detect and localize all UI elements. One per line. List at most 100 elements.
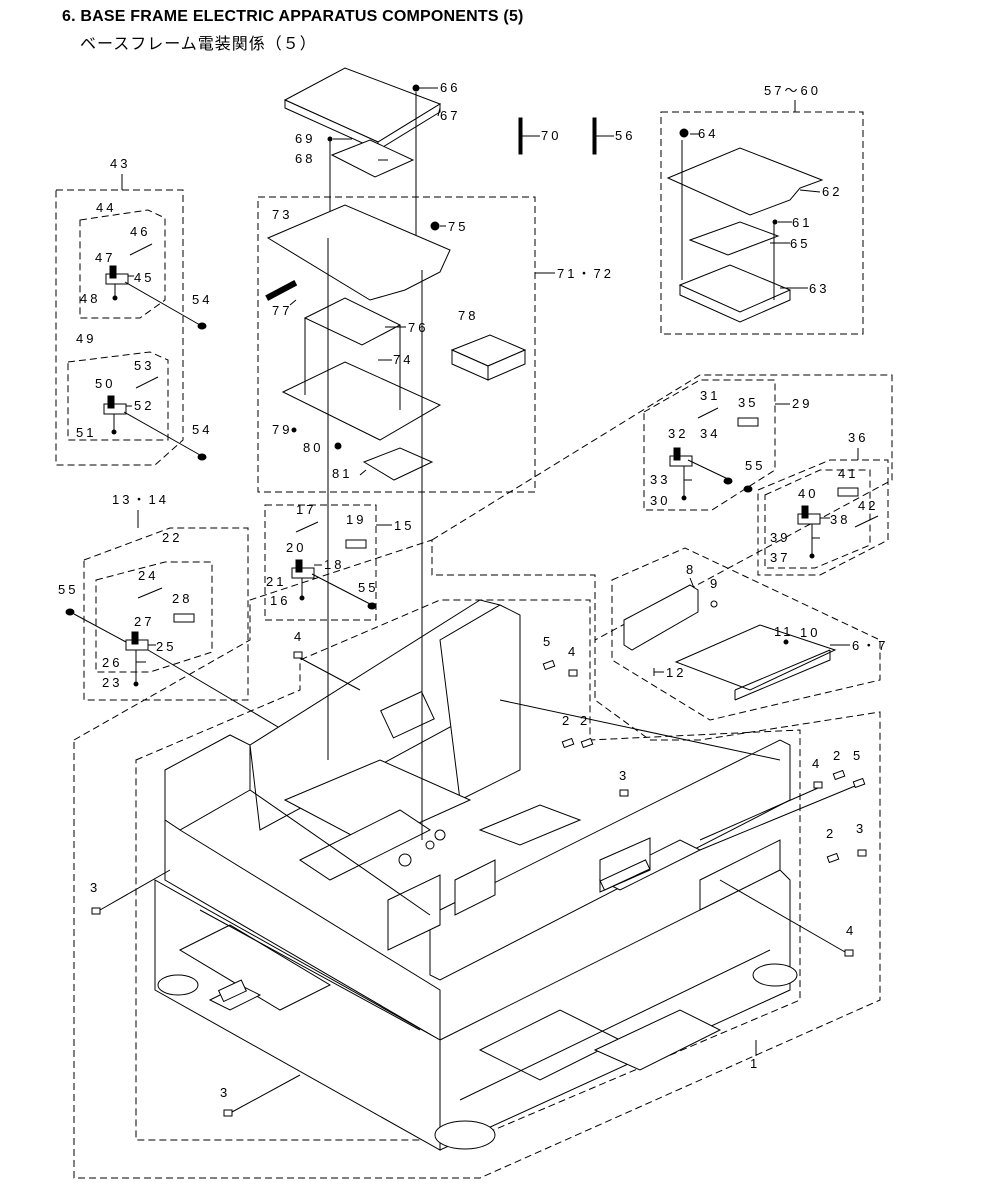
switch-assembly-29 xyxy=(669,447,731,501)
cable-70 xyxy=(518,117,523,155)
callout-6-7: 6・7 xyxy=(852,638,888,653)
callout-70: 70 xyxy=(541,128,561,143)
group-box-49 xyxy=(67,351,169,441)
callout-20: 20 xyxy=(286,540,306,555)
group-box-36-inner xyxy=(764,469,871,569)
callout-43: 43 xyxy=(110,156,130,171)
callout-48: 48 xyxy=(80,291,100,306)
callout-4-c: 4 xyxy=(812,756,822,771)
callout-19: 19 xyxy=(346,512,366,527)
page-title: 6. BASE FRAME ELECTRIC APPARATUS COMPONE… xyxy=(62,8,524,25)
callout-17: 17 xyxy=(296,502,316,517)
callout-45: 45 xyxy=(134,270,154,285)
callout-26: 26 xyxy=(102,655,122,670)
callout-52: 52 xyxy=(134,398,154,413)
group-box-13-14 xyxy=(83,527,249,701)
callout-53: 53 xyxy=(134,358,154,373)
callout-36: 36 xyxy=(848,430,868,445)
callout-55-c: 55 xyxy=(358,580,378,595)
callout-38: 38 xyxy=(830,512,850,527)
callout-64: 64 xyxy=(698,126,718,141)
group-box-43 xyxy=(55,189,184,466)
callout-55-b: 55 xyxy=(58,582,78,597)
callout-71-72: 71・72 xyxy=(557,266,614,281)
callout-9: 9 xyxy=(710,576,720,591)
callout-54-a: 54 xyxy=(192,292,212,307)
callout-46: 46 xyxy=(130,224,150,239)
callout-24: 24 xyxy=(138,568,158,583)
callout-31: 31 xyxy=(700,388,720,403)
page-subtitle: ベースフレーム電装関係（５） xyxy=(80,34,317,53)
callout-44: 44 xyxy=(96,200,116,215)
callout-2-a: 2 xyxy=(562,713,572,728)
callout-32: 32 xyxy=(668,426,688,441)
switch-assembly-15 xyxy=(291,559,371,605)
callout-76: 76 xyxy=(408,320,428,335)
callout-4-b: 4 xyxy=(568,644,578,659)
callout-27: 27 xyxy=(134,614,154,629)
callout-35: 35 xyxy=(738,395,758,410)
callout-3-d: 3 xyxy=(220,1085,230,1100)
callout-42: 42 xyxy=(858,498,878,513)
callout-40: 40 xyxy=(798,486,818,501)
callout-66: 66 xyxy=(440,80,460,95)
callout-10: 10 xyxy=(800,625,820,640)
group-box-36 xyxy=(757,459,889,576)
callout-62: 62 xyxy=(822,184,842,199)
control-box-assembly xyxy=(265,204,527,481)
callout-49: 49 xyxy=(76,331,96,346)
callout-68: 68 xyxy=(295,151,315,166)
callout-54-b: 54 xyxy=(192,422,212,437)
group-box-6-7 xyxy=(611,547,881,721)
callout-28: 28 xyxy=(172,591,192,606)
switch-assembly-36 xyxy=(797,505,830,559)
callout-55-a: 55 xyxy=(745,458,765,473)
callout-77: 77 xyxy=(272,303,292,318)
callout-29: 29 xyxy=(792,396,812,411)
base-frame-body xyxy=(154,599,798,1151)
circuit-board-assembly xyxy=(623,577,837,701)
fan-cover-assembly xyxy=(666,128,824,323)
callout-5-b: 5 xyxy=(853,748,863,763)
switch-assembly-22 xyxy=(125,631,301,741)
callout-30: 30 xyxy=(650,493,670,508)
callout-73: 73 xyxy=(272,207,292,222)
callout-34: 34 xyxy=(700,426,720,441)
callout-11: 11 xyxy=(774,624,794,639)
callout-3-a: 3 xyxy=(619,768,629,783)
group-box-22 xyxy=(95,561,213,673)
callout-39: 39 xyxy=(770,530,790,545)
callout-33: 33 xyxy=(650,472,670,487)
group-box-71-72 xyxy=(257,196,536,493)
callout-4-a: 4 xyxy=(294,629,304,644)
callout-37: 37 xyxy=(770,550,790,565)
callout-15: 15 xyxy=(394,518,414,533)
callout-2-c: 2 xyxy=(833,748,843,763)
callout-61: 61 xyxy=(792,215,812,230)
callout-80: 80 xyxy=(303,440,323,455)
callout-50: 50 xyxy=(95,376,115,391)
switch-assembly-44 xyxy=(105,265,201,326)
callout-1: 1 xyxy=(750,1056,760,1071)
callout-67: 67 xyxy=(440,108,460,123)
callout-65: 65 xyxy=(790,236,810,251)
group-box-57-60 xyxy=(660,111,864,335)
callout-22: 22 xyxy=(162,530,182,545)
callout-56: 56 xyxy=(615,128,635,143)
callout-41: 41 xyxy=(838,466,858,481)
callout-4-d: 4 xyxy=(846,923,856,938)
callout-81: 81 xyxy=(332,466,352,481)
callout-23: 23 xyxy=(102,675,122,690)
top-cover-plate xyxy=(283,67,442,270)
switch-assembly-49 xyxy=(103,395,201,456)
callout-74: 74 xyxy=(393,352,413,367)
callout-12: 12 xyxy=(666,665,686,680)
group-box-44 xyxy=(79,209,166,319)
callout-78: 78 xyxy=(458,308,478,323)
callout-69: 69 xyxy=(295,131,315,146)
callout-5-a: 5 xyxy=(543,634,553,649)
callout-3-c: 3 xyxy=(90,880,100,895)
callout-8: 8 xyxy=(686,562,696,577)
